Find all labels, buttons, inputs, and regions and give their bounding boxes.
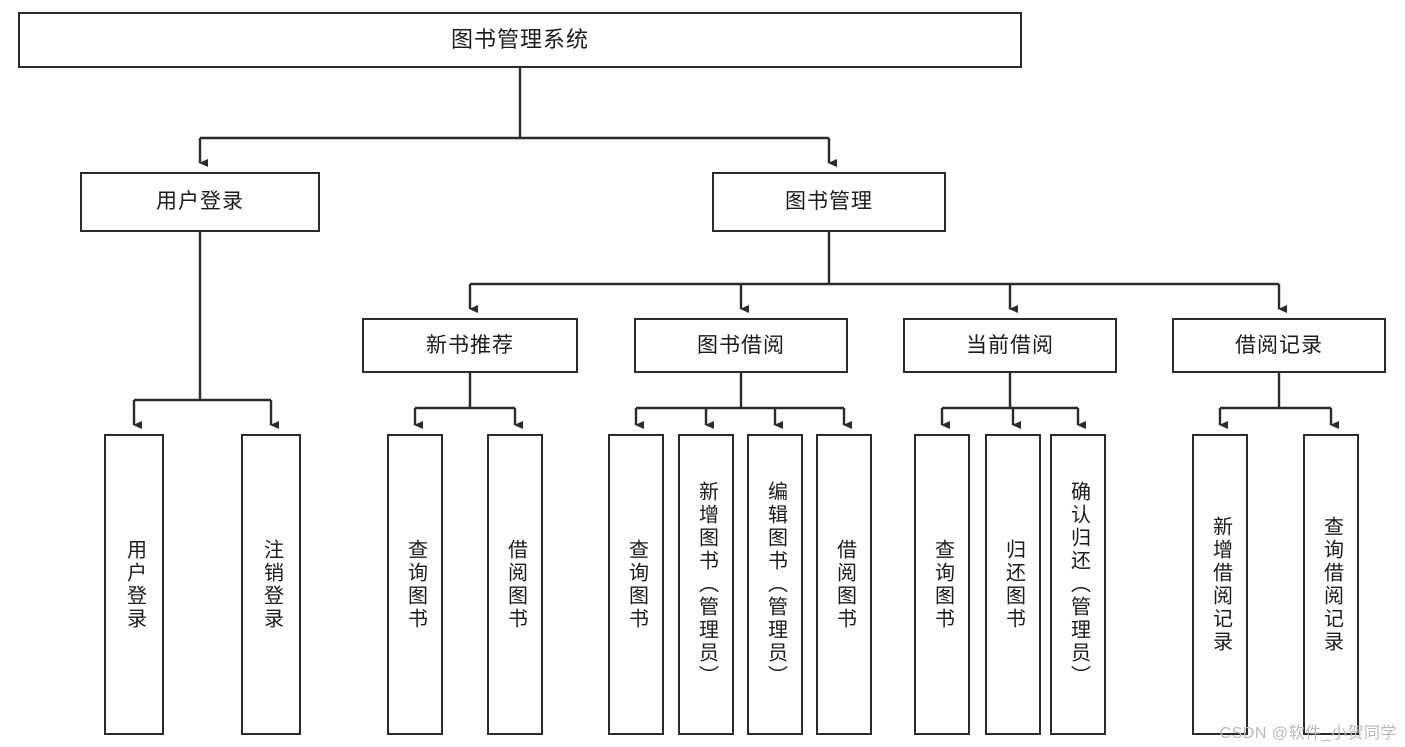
- node-label: 查询图书: [931, 538, 954, 631]
- node-leaf-confirm-return[interactable]: 确认归还（管理员）: [1050, 434, 1106, 735]
- node-book-borrow[interactable]: 图书借阅: [634, 318, 848, 373]
- node-label: 新增图书（管理员）: [695, 481, 718, 688]
- node-user-login[interactable]: 用户登录: [80, 172, 320, 232]
- node-root[interactable]: 图书管理系统: [18, 12, 1022, 68]
- node-leaf-query-record[interactable]: 查询借阅记录: [1303, 434, 1359, 735]
- watermark-text: CSDN @软件_小贺同学: [1219, 725, 1397, 742]
- node-label: 查询借阅记录: [1320, 515, 1343, 654]
- node-label: 新增借阅记录: [1209, 515, 1232, 654]
- node-label: 图书管理系统: [450, 26, 589, 52]
- node-label: 借阅图书: [504, 538, 527, 631]
- node-leaf-add-record[interactable]: 新增借阅记录: [1192, 434, 1248, 735]
- node-label: 借阅记录: [1235, 333, 1323, 357]
- node-new-book-recommend[interactable]: 新书推荐: [362, 318, 578, 373]
- node-label: 查询图书: [404, 538, 427, 631]
- node-label: 图书借阅: [697, 333, 785, 357]
- node-label: 编辑图书（管理员）: [764, 481, 787, 688]
- node-label: 当前借阅: [966, 333, 1054, 357]
- node-leaf-query-book-2[interactable]: 查询图书: [608, 434, 664, 735]
- node-label: 查询图书: [625, 538, 648, 631]
- node-leaf-borrow-book-1[interactable]: 借阅图书: [487, 434, 543, 735]
- node-label: 注销登录: [260, 538, 283, 631]
- node-leaf-add-book[interactable]: 新增图书（管理员）: [678, 434, 734, 735]
- node-leaf-query-book-1[interactable]: 查询图书: [387, 434, 443, 735]
- node-leaf-borrow-book-2[interactable]: 借阅图书: [816, 434, 872, 735]
- node-leaf-query-book-3[interactable]: 查询图书: [914, 434, 970, 735]
- node-borrow-record[interactable]: 借阅记录: [1172, 318, 1386, 373]
- node-label: 新书推荐: [426, 333, 514, 357]
- node-leaf-edit-book[interactable]: 编辑图书（管理员）: [747, 434, 803, 735]
- node-leaf-user-login[interactable]: 用户登录: [104, 434, 164, 735]
- node-label: 用户登录: [123, 538, 146, 631]
- node-book-manage[interactable]: 图书管理: [712, 172, 946, 232]
- node-label: 图书管理: [785, 190, 873, 214]
- node-label: 归还图书: [1002, 538, 1025, 631]
- node-label: 确认归还（管理员）: [1067, 481, 1090, 688]
- node-leaf-return-book[interactable]: 归还图书: [985, 434, 1041, 735]
- node-label: 借阅图书: [833, 538, 856, 631]
- node-leaf-logout[interactable]: 注销登录: [241, 434, 301, 735]
- node-label: 用户登录: [156, 190, 244, 214]
- node-current-borrow[interactable]: 当前借阅: [903, 318, 1117, 373]
